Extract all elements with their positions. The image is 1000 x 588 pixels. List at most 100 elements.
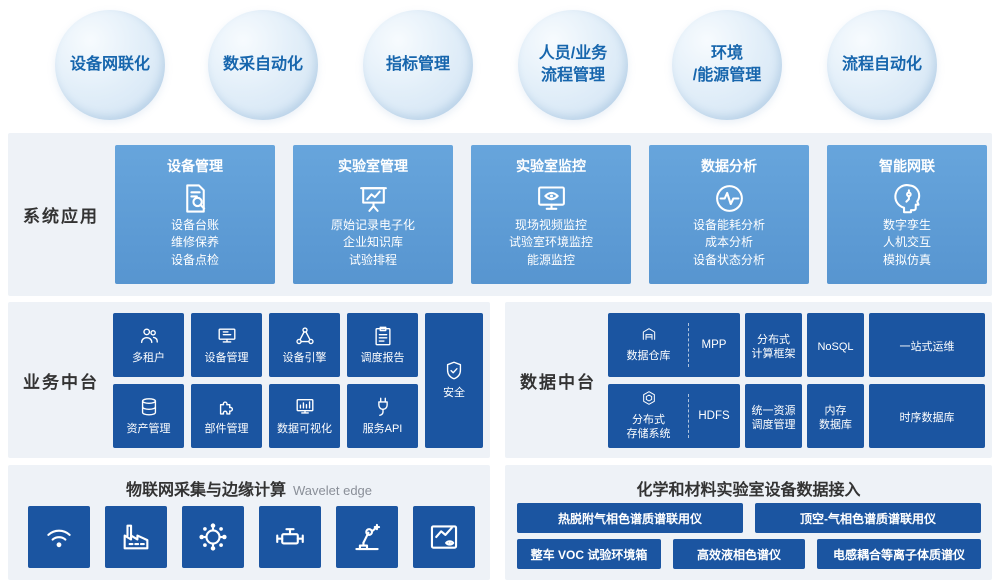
card-title: 实验室管理 bbox=[338, 158, 408, 174]
lab-device-voc-chamber: 整车 VOC 试验环境箱 bbox=[517, 539, 661, 569]
system-app-cards: 设备管理 设备台账 维修保养 设备点检 实验室管理 原始记录电子化 企业知识库 bbox=[115, 145, 987, 284]
pulse-circle-icon bbox=[649, 182, 809, 215]
card-item: 模拟仿真 bbox=[882, 252, 931, 267]
card-item: 设备点检 bbox=[170, 252, 219, 267]
section-label-business-platform: 业务中台 bbox=[23, 372, 99, 392]
hexagon-storage-icon bbox=[641, 390, 657, 406]
share-nodes-icon bbox=[294, 325, 316, 347]
tile-label: 安全 bbox=[443, 387, 465, 400]
data-tile-in-memory-db: 内存 数据库 bbox=[807, 384, 864, 448]
data-tile-resource-scheduling: 统一资源 调度管理 bbox=[745, 384, 802, 448]
card-items: 设备台账 维修保养 设备点检 bbox=[115, 217, 275, 269]
data-tile-nosql: NoSQL bbox=[807, 313, 864, 377]
lab-device-hplc: 高效液相色谱仪 bbox=[673, 539, 805, 569]
card-items: 设备能耗分析 成本分析 设备状态分析 bbox=[649, 217, 809, 269]
biz-tile-dispatch-report: 调度报告 bbox=[347, 313, 418, 377]
card-title: 设备管理 bbox=[167, 158, 223, 174]
card-item: 设备台账 bbox=[170, 218, 219, 232]
card-item: 原始记录电子化 bbox=[330, 218, 415, 232]
presentation-chart-icon bbox=[293, 182, 453, 215]
biz-tile-data-visualization: 数据可视化 bbox=[269, 384, 340, 448]
biz-tile-service-api: 服务API bbox=[347, 384, 418, 448]
biz-tile-equipment-management: 设备管理 bbox=[191, 313, 262, 377]
tile-label: 资产管理 bbox=[126, 422, 171, 435]
tile-label: 分布式 计算框架 bbox=[751, 333, 796, 360]
tile-label: 时序数据库 bbox=[899, 411, 955, 424]
device-monitor-icon bbox=[216, 325, 238, 347]
data-tile-one-stop-ops: 一站式运维 bbox=[869, 313, 985, 377]
tile-label: 统一资源 调度管理 bbox=[751, 404, 796, 431]
app-card-data-analysis: 数据分析 设备能耗分析 成本分析 设备状态分析 bbox=[649, 145, 809, 284]
dashboard-icon bbox=[294, 396, 316, 418]
card-item: 现场视频监控 bbox=[514, 218, 587, 232]
app-card-intelligent-networking: 智能网联 数字孪生 人机交互 模拟仿真 bbox=[827, 145, 987, 284]
monitor-eye-icon bbox=[471, 182, 631, 215]
tile-label: 一站式运维 bbox=[899, 340, 955, 353]
biz-tile-security: 安全 bbox=[425, 313, 483, 448]
tile-label: 多租户 bbox=[132, 351, 165, 364]
capability-bubble-personnel-process: 人员/业务 流程管理 bbox=[518, 10, 628, 120]
iot-title: 物联网采集与边缘计算 Wavelet edge bbox=[8, 476, 490, 500]
card-item: 企业知识库 bbox=[342, 235, 403, 250]
section-label-data-platform: 数据中台 bbox=[520, 372, 596, 392]
capability-label: 环境 /能源管理 bbox=[692, 45, 762, 84]
tile-label: 调度报告 bbox=[360, 351, 405, 364]
network-globe-icon bbox=[196, 520, 230, 554]
tile-label: HDFS bbox=[698, 410, 730, 422]
iot-title-text: 物联网采集与边缘计算 bbox=[125, 482, 286, 499]
card-item: 数字孪生 bbox=[882, 218, 931, 232]
iot-tile-robot-arm bbox=[336, 506, 398, 568]
capability-bubble-device-networking: 设备网联化 bbox=[55, 10, 165, 120]
robot-arm-icon bbox=[350, 520, 384, 554]
card-item: 维修保养 bbox=[170, 235, 219, 250]
dashed-divider bbox=[688, 394, 689, 438]
card-item: 试验排程 bbox=[348, 252, 397, 267]
biz-tile-equipment-engine: 设备引擎 bbox=[269, 313, 340, 377]
card-items: 现场视频监控 试验室环境监控 能源监控 bbox=[471, 217, 631, 269]
lab-device-access-section: 化学和材料实验室设备数据接入 热脱附气相色谱质谱联用仪 顶空-气相色谱质谱联用仪… bbox=[505, 465, 992, 580]
iot-edge-section: 物联网采集与边缘计算 Wavelet edge bbox=[8, 465, 490, 580]
iot-subtitle-text: Wavelet edge bbox=[293, 483, 373, 498]
data-tile-timeseries-db: 时序数据库 bbox=[869, 384, 985, 448]
iot-tile-wireless-sensor bbox=[28, 506, 90, 568]
capability-label: 数采自动化 bbox=[222, 56, 303, 74]
card-items: 数字孪生 人机交互 模拟仿真 bbox=[827, 217, 987, 269]
system-apps-section: 系统应用 设备管理 设备台账 维修保养 设备点检 实验室管理 bbox=[8, 133, 992, 296]
tile-label: 数据仓库 bbox=[626, 350, 671, 363]
capability-bubble-environment-energy: 环境 /能源管理 bbox=[672, 10, 782, 120]
card-item: 设备能耗分析 bbox=[692, 218, 765, 232]
biz-tile-multi-tenant: 多租户 bbox=[113, 313, 184, 377]
lab-device-row-2: 整车 VOC 试验环境箱 高效液相色谱仪 电感耦合等离子体质谱仪 bbox=[517, 539, 981, 569]
section-label-system-apps: 系统应用 bbox=[23, 207, 99, 226]
card-item: 设备状态分析 bbox=[692, 252, 765, 267]
tile-label: 设备管理 bbox=[204, 351, 249, 364]
iot-tile-factory bbox=[105, 506, 167, 568]
app-card-lab-monitoring: 实验室监控 现场视频监控 试验室环境监控 能源监控 bbox=[471, 145, 631, 284]
iot-tile-pipeline bbox=[259, 506, 321, 568]
tile-label: 服务API bbox=[362, 422, 403, 435]
capability-label: 人员/业务 流程管理 bbox=[538, 45, 608, 84]
capability-bubble-indicator-management: 指标管理 bbox=[363, 10, 473, 120]
capability-label: 流程自动化 bbox=[841, 56, 922, 74]
capability-bubble-process-automation: 流程自动化 bbox=[827, 10, 937, 120]
tile-label: 部件管理 bbox=[204, 422, 249, 435]
clipboard-icon bbox=[372, 325, 394, 347]
data-row-1: 数据仓库 MPP 分布式 计算框架 NoSQL 一站式运维 bbox=[608, 313, 985, 377]
card-items: 原始记录电子化 企业知识库 试验排程 bbox=[293, 217, 453, 269]
dashed-divider bbox=[688, 323, 689, 367]
business-tiles-grid: 多租户 设备管理 设备引擎 调度报告 资产管理 部件管理 bbox=[113, 313, 418, 448]
shield-icon bbox=[443, 360, 465, 382]
tile-label: 分布式 存储系统 bbox=[626, 414, 671, 440]
lab-device-headspace-gcms: 顶空-气相色谱质谱联用仪 bbox=[755, 503, 981, 533]
data-row-2: 分布式 存储系统 HDFS 统一资源 调度管理 内存 数据库 时序数据库 bbox=[608, 384, 985, 448]
monitor-trend-icon bbox=[427, 520, 461, 554]
puzzle-icon bbox=[216, 396, 238, 418]
card-title: 数据分析 bbox=[701, 158, 757, 174]
tile-label: MPP bbox=[701, 339, 727, 351]
lab-device-td-gcms: 热脱附气相色谱质谱联用仪 bbox=[517, 503, 743, 533]
card-item: 人机交互 bbox=[882, 235, 931, 250]
card-title: 智能网联 bbox=[879, 158, 935, 174]
biz-tile-component-management: 部件管理 bbox=[191, 384, 262, 448]
capability-bubble-data-acquisition: 数采自动化 bbox=[208, 10, 318, 120]
